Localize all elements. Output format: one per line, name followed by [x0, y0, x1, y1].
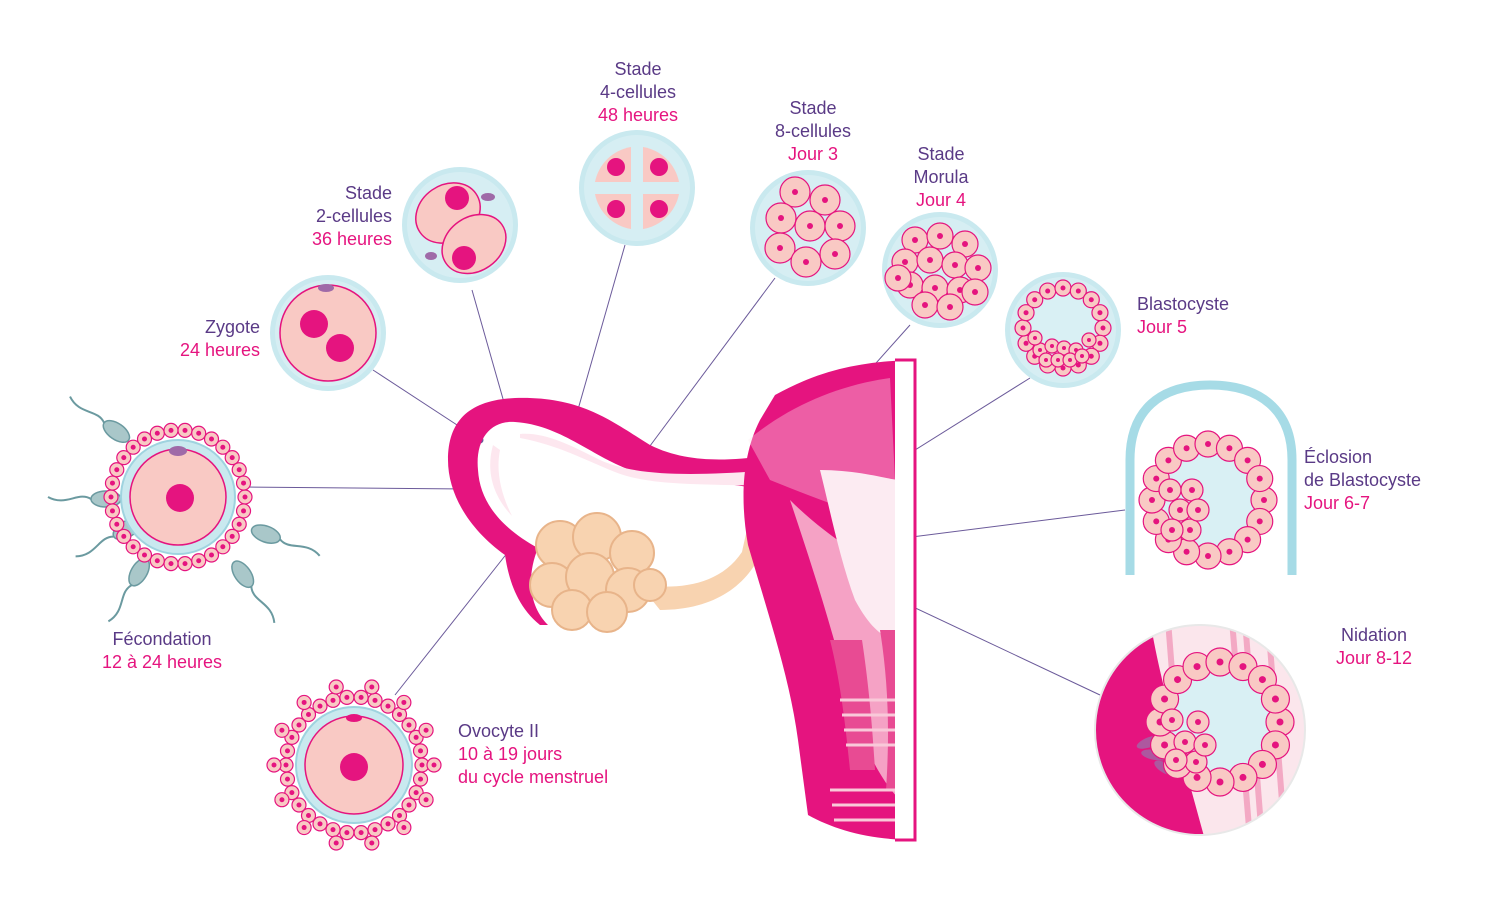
eight-cell-line1: Stade: [789, 98, 837, 118]
blastocyste-illustration: [1005, 272, 1121, 388]
label-zygote: Zygote 24 heures: [120, 316, 260, 362]
four-cell-line2: 4-cellules: [599, 82, 677, 102]
eclosion-line1: Éclosion: [1304, 447, 1373, 467]
ovocyte-time-1: 10 à 19 jours: [458, 744, 563, 764]
label-blastocyste: Blastocyste Jour 5: [1137, 293, 1297, 339]
uterus-illustration: [448, 358, 917, 842]
eclosion-illustration: [1125, 380, 1297, 575]
blastocyste-name: Blastocyste: [1137, 294, 1230, 314]
nidation-illustration: [1094, 624, 1306, 836]
eight-cell-time: Jour 3: [787, 144, 839, 164]
nidation-name: Nidation: [1340, 625, 1408, 645]
fecondation-time: 12 à 24 heures: [101, 652, 223, 672]
four-cell-illustration: [579, 130, 695, 246]
fecondation-illustration: [47, 390, 325, 628]
two-cell-line1: Stade: [344, 183, 392, 203]
ovary: [529, 512, 667, 633]
label-fecondation: Fécondation 12 à 24 heures: [82, 628, 242, 674]
label-morula: Stade Morula Jour 4: [871, 143, 1011, 212]
zygote-illustration: [270, 275, 386, 391]
two-cell-illustration: [402, 167, 518, 283]
ovocyte-time-2: du cycle menstruel: [458, 767, 609, 787]
label-eclosion: Éclosion de Blastocyste Jour 6-7: [1304, 446, 1484, 515]
label-ovocyte: Ovocyte II 10 à 19 jours du cycle menstr…: [458, 720, 658, 789]
four-cell-time: 48 heures: [597, 105, 679, 125]
eight-cell-illustration: [750, 170, 866, 286]
morula-line1: Stade: [917, 144, 965, 164]
fecondation-name: Fécondation: [112, 629, 212, 649]
label-two-cell: Stade 2-cellules 36 heures: [252, 182, 392, 251]
ovarian-ligament: [640, 505, 769, 610]
morula-time: Jour 4: [915, 190, 967, 210]
eight-cell-line2: 8-cellules: [774, 121, 852, 141]
label-eight-cell: Stade 8-cellules Jour 3: [743, 97, 883, 166]
blastocyste-time: Jour 5: [1137, 317, 1188, 337]
nidation-time: Jour 8-12: [1335, 648, 1413, 668]
fallopian-tube: [448, 397, 835, 625]
morula-line2: Morula: [913, 167, 969, 187]
eclosion-line2: de Blastocyste: [1304, 470, 1422, 490]
ovocyte-name: Ovocyte II: [458, 721, 540, 741]
label-four-cell: Stade 4-cellules 48 heures: [568, 58, 708, 127]
zygote-time: 24 heures: [179, 340, 260, 360]
eclosion-time: Jour 6-7: [1304, 493, 1371, 513]
label-nidation: Nidation Jour 8-12: [1304, 624, 1444, 670]
four-cell-line1: Stade: [614, 59, 662, 79]
two-cell-line2: 2-cellules: [315, 206, 392, 226]
zygote-name: Zygote: [204, 317, 260, 337]
morula-illustration: [882, 212, 998, 328]
ovocyte-illustration: [266, 679, 442, 851]
two-cell-time: 36 heures: [311, 229, 392, 249]
